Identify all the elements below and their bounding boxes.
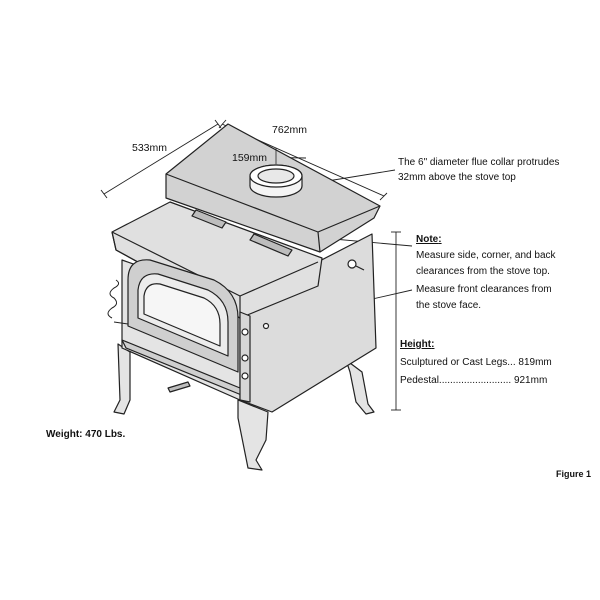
height-row-pedestal: Pedestal.......................... 921mm [400, 374, 547, 387]
top-slot [191, 209, 227, 229]
depth-dimension-line [103, 123, 219, 195]
height-heading: Height: [400, 339, 435, 350]
height-row-legs-value: 819mm [518, 357, 552, 368]
note-line1: Measure side, corner, and back [416, 250, 556, 261]
height-row-legs-label: Sculptured or Cast Legs... [400, 357, 516, 368]
height-row-pedestal-value: 921mm [513, 375, 548, 386]
note-line2: clearances from the stove top. [416, 266, 550, 277]
flue-callout-line2: 32mm above the stove top [398, 172, 516, 183]
front-right-leg [237, 399, 269, 471]
flue-callout-line1: The 6" diameter flue collar protrudes [398, 157, 560, 168]
back-right-leg [345, 359, 375, 415]
front-left-leg [113, 343, 131, 415]
note-heading: Note: [416, 234, 442, 245]
note-line3: Measure front clearances from [416, 284, 552, 295]
ash-handle [167, 381, 191, 393]
note-line4: the stove face. [416, 300, 482, 311]
height-row-legs: Sculptured or Cast Legs... 819mm [400, 356, 552, 369]
air-control-knob [347, 259, 365, 271]
weight-label: Weight: 470 Lbs. [46, 429, 126, 440]
depth-dimension-label: 533mm [132, 142, 168, 154]
height-row-pedestal-label: Pedestal.......................... [400, 375, 512, 386]
collar-dimension-label: 159mm [232, 152, 268, 164]
width-dimension-label: 762mm [272, 124, 308, 136]
door-handle [107, 279, 129, 325]
figure-label: Figure 1 [556, 469, 592, 479]
